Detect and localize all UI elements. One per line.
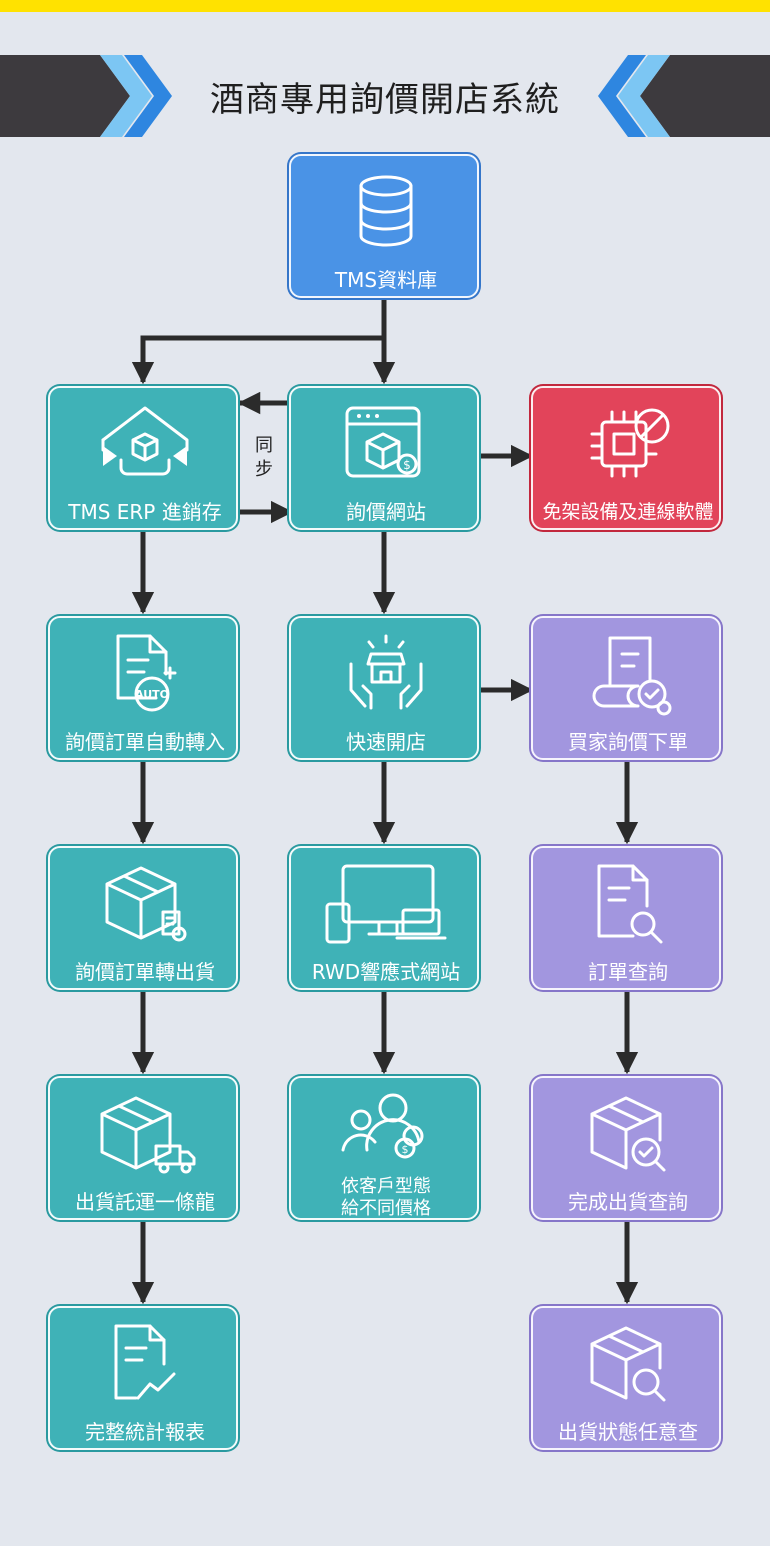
node-label: 快速開店 <box>346 729 426 754</box>
box-check-icon <box>533 1086 723 1182</box>
warehouse-box-icon <box>50 396 240 492</box>
title-banner <box>0 55 770 137</box>
node-label: RWD響應式網站 <box>311 959 461 984</box>
node-label: TMS ERP 進銷存 <box>68 499 222 524</box>
node-shipping: 出貨託運一條龍 <box>48 1076 238 1220</box>
chip-blocked-icon <box>533 396 723 492</box>
node-label: 依客戶型態 給不同價格 <box>291 1170 481 1226</box>
node-label: 出貨狀態任意查 <box>558 1419 698 1444</box>
document-auto-icon: AUTO <box>50 626 240 722</box>
browser-package-icon: $ <box>291 396 481 492</box>
node-auto-import: AUTO 詢價訂單自動轉入 <box>48 616 238 760</box>
node-label-line1: 依客戶型態 <box>341 1176 431 1197</box>
node-status-query: 出貨狀態任意查 <box>531 1306 721 1450</box>
store-hands-icon <box>291 626 481 722</box>
node-buyer-order: 買家詢價下單 <box>531 616 721 760</box>
node-label: 詢價網站 <box>346 499 426 524</box>
node-order-query: 訂單查詢 <box>531 846 721 990</box>
node-label: 完成出貨查詢 <box>568 1189 688 1214</box>
node-inquiry-website: $ 詢價網站 <box>289 386 479 530</box>
devices-icon <box>291 856 481 952</box>
document-chart-icon <box>50 1316 240 1412</box>
node-label: 詢價訂單轉出貨 <box>75 959 215 984</box>
node-order-to-shipment: 詢價訂單轉出貨 <box>48 846 238 990</box>
users-price-icon: $ <box>291 1086 481 1170</box>
document-search-icon <box>533 856 723 952</box>
svg-text:$: $ <box>403 458 411 472</box>
node-label: 出貨託運一條龍 <box>75 1189 215 1214</box>
node-label: TMS資料庫 <box>334 267 438 292</box>
node-label-line2: 給不同價格 <box>341 1198 431 1219</box>
node-label: 買家詢價下單 <box>568 729 688 754</box>
node-quick-store: 快速開店 <box>289 616 479 760</box>
node-statistics-report: 完整統計報表 <box>48 1306 238 1450</box>
node-customer-pricing: $ 依客戶型態 給不同價格 <box>289 1076 479 1220</box>
box-invoice-icon <box>50 856 240 952</box>
node-shipped-query: 完成出貨查詢 <box>531 1076 721 1220</box>
node-label: 訂單查詢 <box>588 959 668 984</box>
svg-text:$: $ <box>402 1143 409 1156</box>
page-title: 酒商專用詢價開店系統 <box>210 79 560 120</box>
node-label: 免架設備及連線軟體 <box>542 500 714 523</box>
node-label: 詢價訂單自動轉入 <box>65 729 225 754</box>
svg-text:AUTO: AUTO <box>135 688 169 701</box>
sync-label: 同步 <box>255 435 273 480</box>
node-rwd-website: RWD響應式網站 <box>289 846 479 990</box>
node-label: 完整統計報表 <box>85 1419 205 1444</box>
box-search-icon <box>533 1316 723 1412</box>
receipt-chat-icon <box>533 626 723 722</box>
node-no-equipment: 免架設備及連線軟體 <box>531 386 721 530</box>
box-truck-icon <box>50 1086 240 1182</box>
database-icon <box>291 164 481 260</box>
node-tms-erp: TMS ERP 進銷存 <box>48 386 238 530</box>
node-tms-database: TMS資料庫 <box>289 154 479 298</box>
top-accent-bar <box>0 0 770 12</box>
